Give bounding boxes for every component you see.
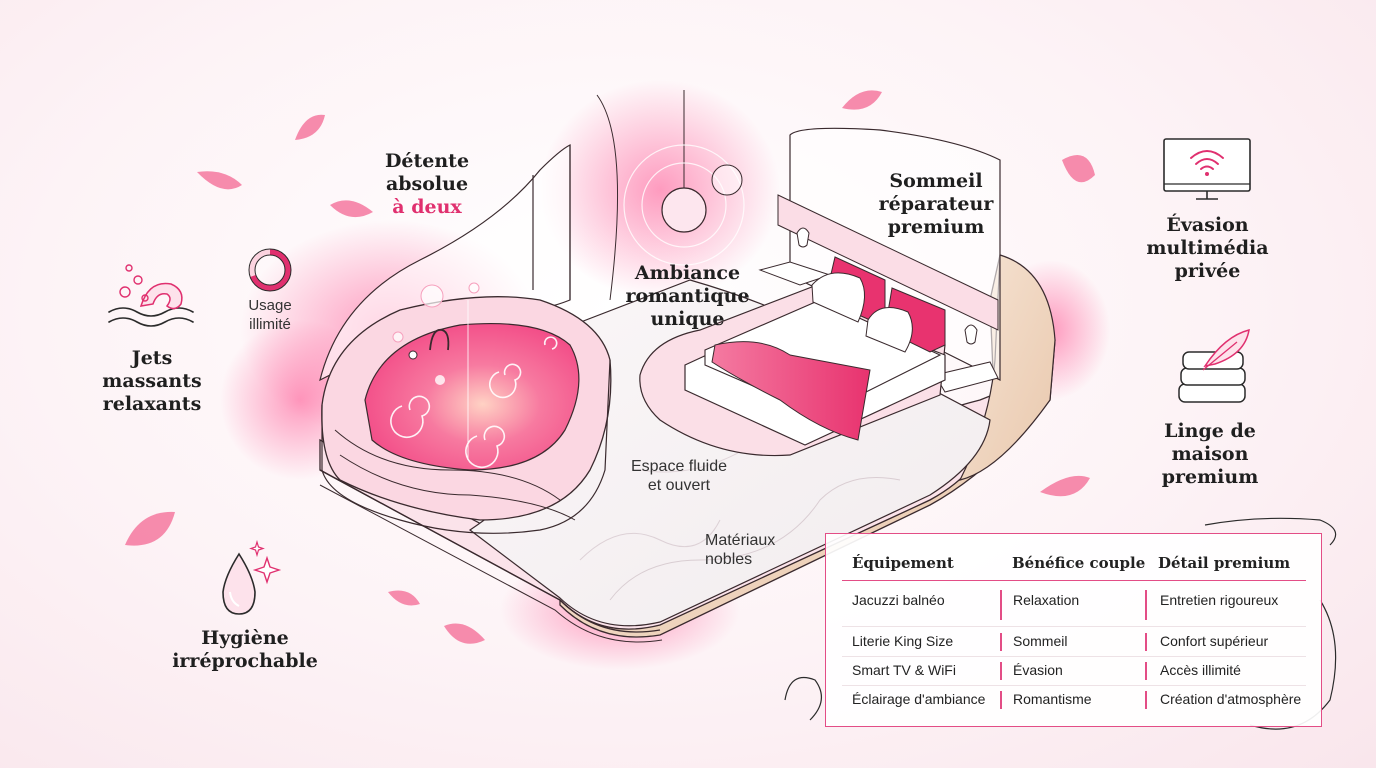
table-header: Équipement Bénéfice couple Détail premiu… bbox=[842, 552, 1306, 581]
rose-petals bbox=[125, 90, 1095, 644]
table-cell: Sommeil bbox=[1013, 633, 1068, 649]
table-cell: Smart TV & WiFi bbox=[852, 662, 956, 678]
column-divider bbox=[1000, 590, 1002, 620]
table-row: Jacuzzi balnéo Relaxation Entretien rigo… bbox=[842, 584, 1306, 627]
column-divider bbox=[1145, 590, 1147, 620]
jacuzzi bbox=[321, 282, 612, 534]
column-divider bbox=[1000, 633, 1002, 651]
headboard-wall bbox=[758, 127, 1001, 393]
column-divider bbox=[1000, 662, 1002, 680]
water-jets-icon bbox=[108, 264, 194, 327]
table-cell: Relaxation bbox=[1013, 592, 1080, 608]
column-divider bbox=[1000, 691, 1002, 709]
column-divider bbox=[1145, 633, 1147, 651]
header-detail: Détail premium bbox=[1158, 554, 1291, 572]
label-linge: Linge de maison premium bbox=[1161, 420, 1259, 488]
decorative-ribbon bbox=[784, 517, 1337, 730]
table-cell: Création d'atmosphère bbox=[1160, 691, 1302, 707]
table-row: Literie King Size Sommeil Confort supéri… bbox=[842, 627, 1306, 657]
header-equipement: Équipement bbox=[852, 554, 954, 572]
table-cell: Jacuzzi balnéo bbox=[852, 592, 945, 608]
table-cell: Éclairage d'ambiance bbox=[852, 691, 986, 707]
equipment-table: Équipement Bénéfice couple Détail premiu… bbox=[825, 533, 1322, 727]
table-cell: Literie King Size bbox=[852, 633, 954, 649]
label-jets: Jets massants relaxants bbox=[102, 347, 202, 415]
table-cell: Accès illimité bbox=[1160, 662, 1241, 678]
table-cell: Évasion bbox=[1013, 662, 1063, 678]
pendant-lamp bbox=[623, 90, 745, 266]
table-row: Éclairage d'ambiance Romantisme Création… bbox=[842, 685, 1306, 714]
column-divider bbox=[1145, 691, 1147, 709]
label-espace: Espace fluide et ouvert bbox=[630, 458, 728, 494]
label-usage: Usage illimité bbox=[248, 297, 292, 333]
table-cell: Romantisme bbox=[1013, 691, 1092, 707]
bed bbox=[639, 256, 946, 457]
table-cell: Confort supérieur bbox=[1160, 633, 1269, 649]
water-drop-sparkle-icon bbox=[222, 540, 282, 615]
usage-gauge-icon bbox=[248, 248, 292, 292]
folded-linen-feather-icon bbox=[1178, 328, 1250, 403]
label-detente: Détente absolue à deux bbox=[384, 150, 470, 218]
label-evasion: Évasion multimédia privée bbox=[1146, 214, 1269, 282]
column-divider bbox=[1145, 662, 1147, 680]
tv-wifi-icon bbox=[1163, 138, 1251, 200]
table-row: Smart TV & WiFi Évasion Accès illimité bbox=[842, 656, 1306, 686]
table-cell: Entretien rigoureux bbox=[1160, 592, 1279, 608]
label-materiaux: Matériaux nobles bbox=[705, 532, 776, 568]
label-sommeil: Sommeil réparateur premium bbox=[878, 170, 994, 238]
header-benefice: Bénéfice couple bbox=[1012, 554, 1146, 572]
label-hygiene: Hygiène irréprochable bbox=[172, 627, 318, 672]
label-ambiance: Ambiance romantique unique bbox=[625, 262, 750, 330]
